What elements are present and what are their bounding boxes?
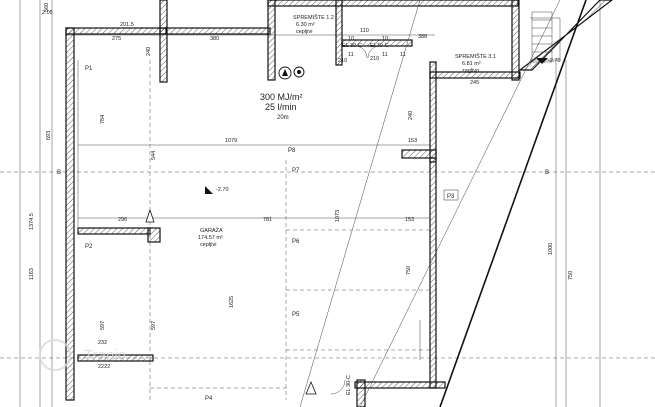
fire-flow-value: 25 l/min [265,102,297,112]
door-number: 210 [338,58,347,64]
dimension-label: 1374.5 [29,213,35,230]
dimension-label: 750 [568,271,574,280]
parking-label-p3: P3 [447,194,455,200]
dimension-label: 750 [406,266,412,275]
section-mark-left: B [57,170,61,176]
dimension-label: 693 [46,131,52,140]
dimension-label: 296 [118,217,127,223]
room-surface-storage-2: zaglivo [462,68,479,74]
dimension-label: 153 [405,217,414,223]
section-marks: B B P3 [57,170,549,201]
parking-grid [77,60,430,400]
dimension-label: 560 [44,3,50,12]
dimension-label: 1079 [225,138,237,144]
dimension-label: 240 [408,111,414,120]
dimension-label: 1073 [335,210,341,222]
room-labels: SPREMIŠTE 1.2 6.30 m² cepljivi SPREMIŠTE… [198,14,496,248]
diagonal-boundary [299,0,613,407]
panel-label-2: EI 30-C [370,43,389,49]
parking-label-p1: P1 [85,66,93,72]
room-surface-storage-1: cepljivi [296,29,313,35]
dimension-label: 388 [418,34,427,40]
fire-duration-value: 20m [277,115,289,121]
door-numbers: 10 11 10 11 110 210 11 210 [338,28,406,64]
parking-label-p2: P2 [85,244,93,250]
fire-rated-panels: EL 30-C EI 30-C EL 30-C [342,43,389,395]
parking-label-p6: P6 [292,239,300,245]
parking-label-p4: P4 [205,396,213,402]
fire-load-value: 300 MJ/m² [260,92,303,102]
room-name-garage: GARAŽA [200,226,223,234]
door-number: 210 [370,56,379,62]
door-number: 10 [382,36,388,42]
dimension-label: 245 [470,80,479,86]
room-area-garage: 174.57 m² [198,235,223,241]
panel-label-1: EL 30-C [342,43,362,49]
dimension-label: 275 [112,36,121,42]
elevation-label-stairs: -2.70 [548,58,561,64]
watermark-text: Tranio [84,347,126,364]
panel-label-3: EL 30-C [346,375,352,395]
elevation-labels: -2.70 -2.70 [216,58,561,193]
dimension-label: 597 [151,321,157,330]
elevation-marker-icon [205,186,213,194]
dimension-labels-horizontal: 2.05 201.5 275 380 1079 153 296 781 153 … [42,10,427,223]
stair-arrow-icon [536,58,548,64]
dimension-labels-middle: 1073 1625 750 1000 750 245 597 240 [151,80,574,330]
dimension-labels-vertical: 240 784 560 544 1374.5 1163 693 597 232 … [29,3,157,370]
fire-load-note: 300 MJ/m² 25 l/min 20m [260,92,303,121]
dimension-label: 240 [146,47,152,56]
dimension-label: 1163 [29,268,35,280]
dimension-label: 781 [263,217,272,223]
dimension-label: 1000 [548,243,554,255]
room-name-storage-1: SPREMIŠTE 1.2 [293,14,334,21]
fire-extinguisher-icon [305,380,317,395]
door-number: 110 [360,28,369,34]
parking-labels: P1 P2 P4 P5 P6 P7 P8 [85,66,300,402]
parking-label-p7: P7 [292,168,300,174]
dimension-label: 544 [151,151,157,160]
door-number: 11 [348,52,354,58]
fire-extinguisher-icon [278,66,292,80]
dimension-label: 380 [210,36,219,42]
parking-label-p8: P8 [288,148,296,154]
watermark: Tranio [39,339,126,371]
dimension-label: 2.05 [42,10,53,16]
room-area-storage-1: 6.30 m² [296,22,315,28]
dimension-label: 597 [100,321,106,330]
dimension-label: 784 [100,115,106,124]
dimension-label: 2222 [98,364,110,370]
dimension-label: 232 [98,340,107,346]
door-number: 10 [348,36,354,42]
door-number: 11 [400,52,406,58]
dimension-label: 201.5 [120,22,134,28]
room-name-storage-2: SPREMIŠTE 3.1 [455,53,496,60]
door-number: 11 [382,52,388,58]
door-swings [330,45,381,395]
dimension-label: 1625 [229,296,235,308]
room-area-storage-2: 6.81 m² [462,61,481,67]
room-surface-garage: cepljivi [200,242,217,248]
parking-label-p5: P5 [292,312,300,318]
section-mark-right: B [545,170,549,176]
fire-extinguisher-icon [145,208,155,223]
fire-hose-icon [293,66,305,78]
elevation-label-garage: -2.70 [216,187,229,193]
dimension-label: 153 [408,138,417,144]
walls [65,0,521,407]
